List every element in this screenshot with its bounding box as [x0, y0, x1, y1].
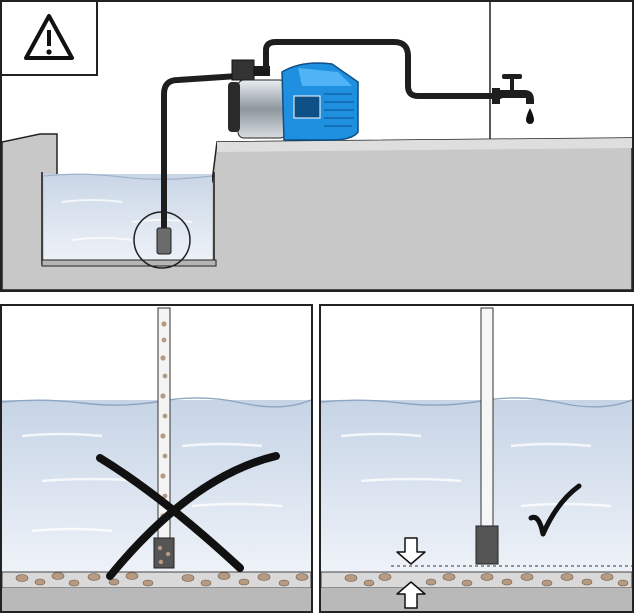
panel-incorrect-placement — [0, 304, 313, 613]
correct-placement-illustration — [321, 307, 632, 611]
gravel-stones — [344, 573, 629, 587]
faucet-icon — [492, 74, 534, 124]
warning-triangle-icon — [24, 14, 74, 60]
water-ripples — [21, 432, 283, 533]
strainer-highlight-circle — [133, 211, 191, 269]
warning-box — [2, 2, 98, 76]
garden-pump-icon — [228, 59, 359, 141]
incorrect-placement-illustration — [2, 307, 311, 611]
gravel-stones — [15, 572, 309, 587]
discharge-hose — [263, 39, 503, 99]
ground-base — [2, 588, 311, 611]
panel-pump-setup — [0, 0, 634, 292]
suction-hose — [161, 73, 241, 235]
strainer-sediment — [157, 545, 171, 565]
basin-water — [44, 174, 212, 262]
suction-strainer — [156, 227, 172, 255]
water-surface-line — [43, 173, 213, 180]
check-mark-icon — [528, 483, 582, 537]
ground-base — [321, 588, 632, 611]
platform-top-face — [217, 138, 632, 152]
cross-mark-icon — [96, 452, 280, 580]
pump-setup-illustration — [2, 2, 632, 290]
suction-strainer — [153, 537, 175, 569]
suction-pipe — [480, 307, 494, 527]
water-ripples — [340, 432, 612, 508]
gap-arrows-icon — [396, 537, 426, 609]
suction-strainer — [475, 525, 499, 565]
basin-floor — [41, 259, 217, 267]
panel-correct-placement — [319, 304, 634, 613]
